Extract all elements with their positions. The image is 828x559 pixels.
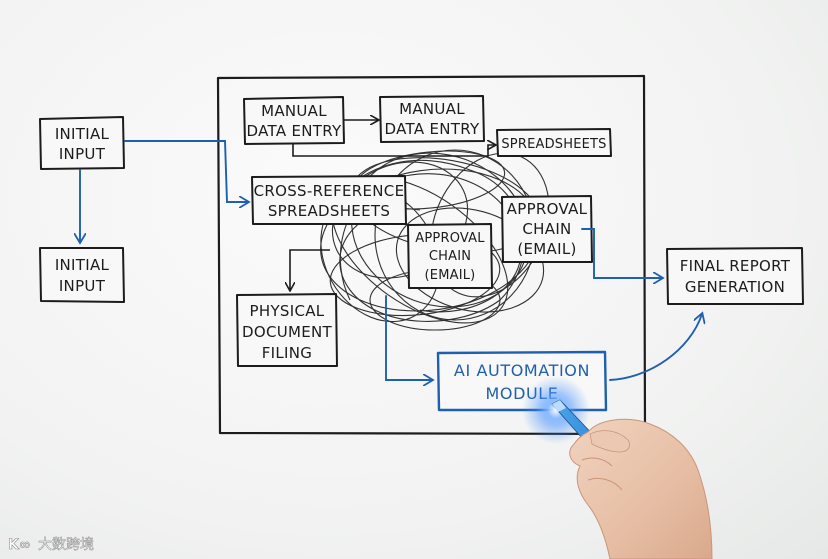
watermark-text: 大数跨境 <box>38 537 94 553</box>
final-report-line2: GENERATION <box>685 278 785 296</box>
cross-reference-line2: SPREADSHEETS <box>268 202 390 220</box>
approval-1-line3: (EMAIL) <box>425 268 476 283</box>
approval-chain-box-1 <box>407 223 493 289</box>
physical-filing-line2: DOCUMENT <box>242 323 333 341</box>
approval-2-line1: APPROVAL <box>507 200 588 218</box>
approval-1-line2: CHAIN <box>429 249 471 264</box>
manual-data-entry-box-2 <box>379 95 485 143</box>
initial-input-2-line1: INITIAL <box>55 256 110 274</box>
manual-entry-1-line2: DATA ENTRY <box>247 122 342 140</box>
initial-input-2-line2: INPUT <box>59 277 106 295</box>
arrow-scribble-to-filing <box>290 249 330 290</box>
watermark-logo: K∞ <box>8 537 31 553</box>
approval-2-line2: CHAIN <box>522 220 571 238</box>
physical-document-filing-box <box>236 293 338 367</box>
manual-entry-1-line1: MANUAL <box>261 102 327 120</box>
approval-1-line1: APPROVAL <box>415 231 485 246</box>
final-report-line1: FINAL REPORT <box>680 257 791 275</box>
arrow-scribble-to-ai <box>385 295 432 380</box>
initial-input-1-line2: INPUT <box>59 145 106 163</box>
approval-2-line3: (EMAIL) <box>517 240 576 258</box>
arrow-input-to-cross-reference <box>124 140 248 202</box>
cross-reference-line1: CROSS-REFERENCE <box>254 182 405 200</box>
manual-entry-2-line1: MANUAL <box>399 100 465 118</box>
watermark: K∞ 大数跨境 <box>8 537 95 554</box>
arrow-approval-to-final <box>581 228 662 278</box>
spreadsheets-box <box>496 128 612 157</box>
initial-input-1-line1: INITIAL <box>55 125 110 143</box>
initial-input-box-2 <box>39 247 125 303</box>
initial-input-box-1 <box>39 116 125 170</box>
approval-chain-box-2 <box>501 195 593 263</box>
ai-module-line1: AI AUTOMATION <box>454 361 590 380</box>
spreadsheets-label: SPREADSHEETS <box>501 137 606 152</box>
manual-data-entry-box-1 <box>243 96 345 145</box>
physical-filing-line1: PHYSICAL <box>250 302 325 320</box>
final-report-generation-box <box>666 247 804 305</box>
cross-reference-box <box>251 175 407 225</box>
ai-automation-module-box <box>436 350 608 412</box>
physical-filing-line3: FILING <box>262 344 312 362</box>
hand-with-marker <box>551 399 713 559</box>
arrow-manual-down-to-spreadsheets <box>292 144 495 157</box>
manual-entry-2-line2: DATA ENTRY <box>385 120 480 138</box>
arrow-ai-to-final <box>609 314 702 381</box>
